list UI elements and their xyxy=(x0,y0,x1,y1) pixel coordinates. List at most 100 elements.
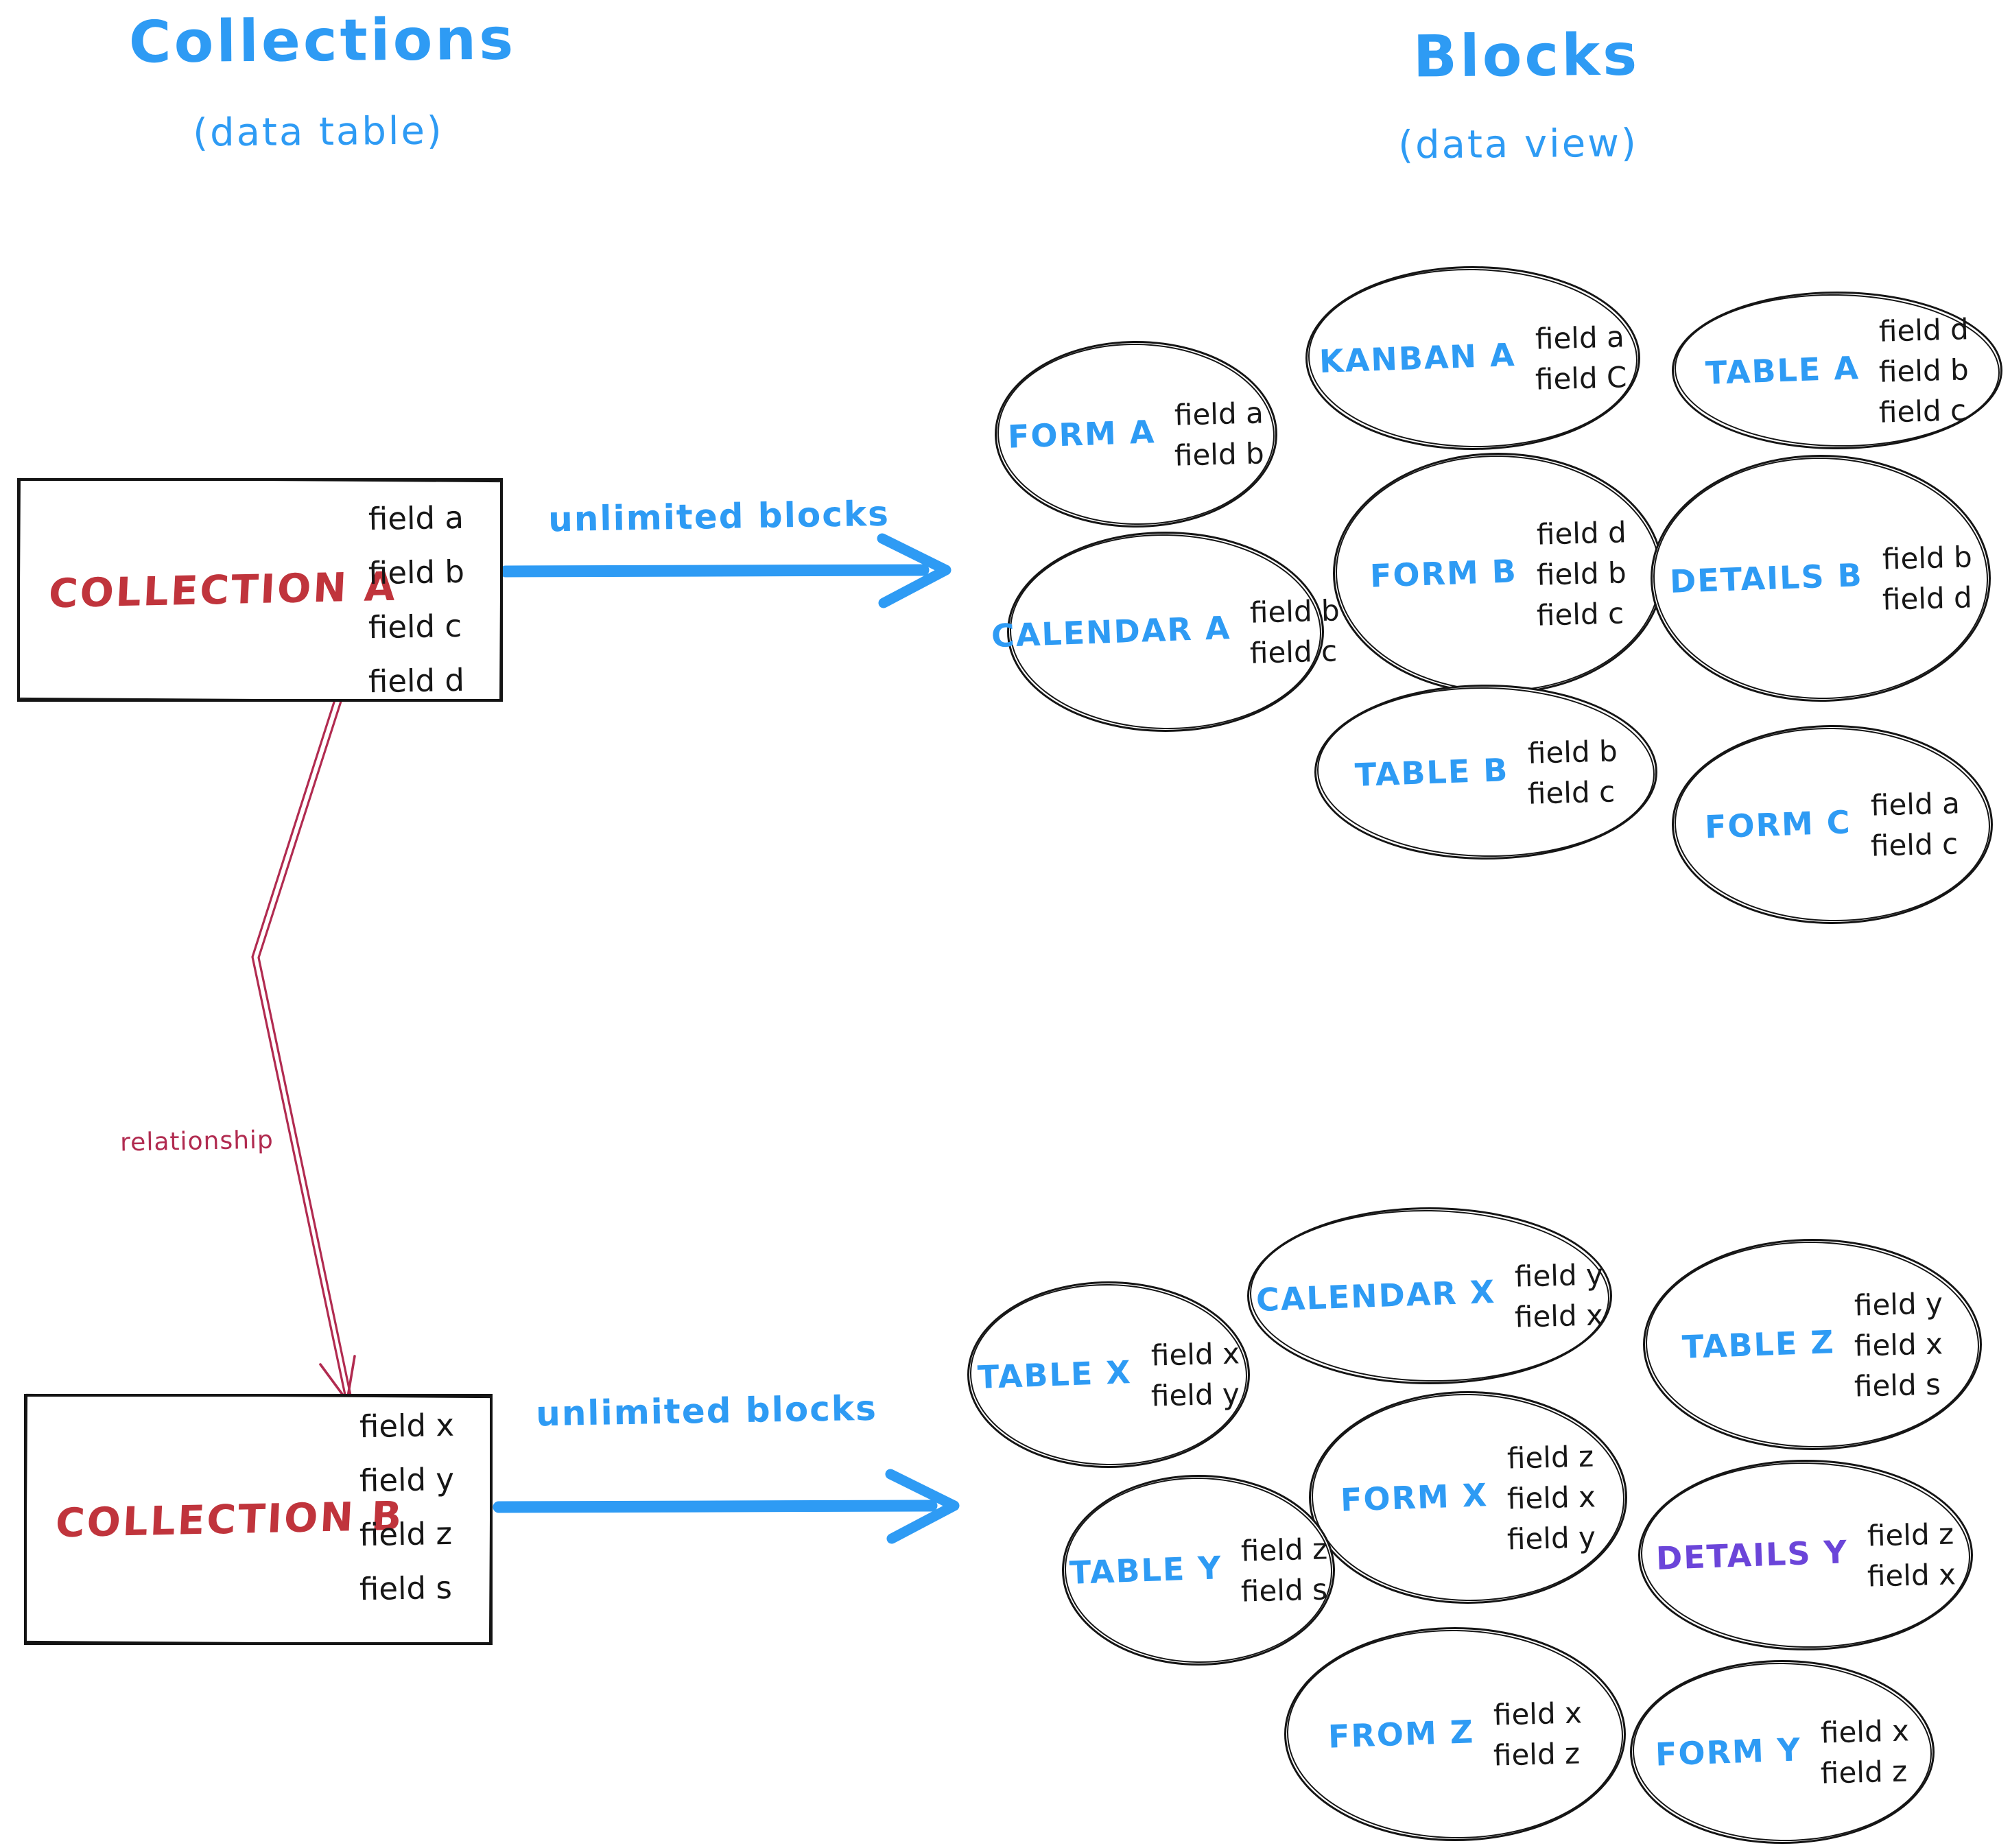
block-label: TABLE X xyxy=(977,1353,1133,1396)
top-arrow-label: unlimited blocks xyxy=(547,493,890,540)
block-fields: field b field c xyxy=(1527,733,1618,811)
block-label: TABLE Z xyxy=(1681,1323,1836,1366)
block-field: field a xyxy=(1870,786,1961,822)
bottom-arrow-label: unlimited blocks xyxy=(535,1388,878,1434)
block-label: FORM C xyxy=(1704,803,1852,846)
block-fields: field y field x field s xyxy=(1854,1286,1943,1403)
block-label: FORM Y xyxy=(1655,1731,1802,1773)
block-label: FORM B xyxy=(1369,552,1518,595)
block-fields: field x field z xyxy=(1820,1714,1909,1790)
block-calendar-x: CALENDAR X field y field x xyxy=(1247,1207,1612,1384)
block-fields: field d field b field c xyxy=(1536,514,1627,632)
block-details-b: DETAILS B field b field d xyxy=(1651,455,1991,702)
block-table-y: TABLE Y field z field s xyxy=(1062,1475,1335,1666)
block-field: field b xyxy=(1527,733,1618,770)
relationship-arrow xyxy=(251,690,356,1402)
block-label: FROM Z xyxy=(1327,1713,1476,1755)
block-label: DETAILS Y xyxy=(1655,1533,1849,1577)
block-label: TABLE B xyxy=(1353,750,1509,794)
collections-subtitle: (data table) xyxy=(192,108,445,156)
block-fields: field y field x xyxy=(1514,1257,1604,1334)
block-fields: field b field d xyxy=(1881,540,1972,617)
block-field: field c xyxy=(1878,392,1967,429)
collection-field: field c xyxy=(368,607,462,646)
collection-b-box: COLLECTION B field x field y field z fie… xyxy=(24,1394,493,1645)
block-table-b: TABLE B field b field c xyxy=(1314,685,1657,860)
collection-b-name: COLLECTION B xyxy=(54,1492,405,1547)
collection-field: field d xyxy=(368,661,465,700)
block-fields: field a field C xyxy=(1534,320,1627,396)
collection-field: field a xyxy=(368,499,464,538)
block-field: field x xyxy=(1493,1696,1583,1732)
block-form-a: FORM A field a field b xyxy=(995,341,1277,528)
block-field: field x xyxy=(1506,1479,1596,1516)
block-fields: field b field c xyxy=(1249,593,1340,670)
block-table-x: TABLE X field x field y xyxy=(967,1281,1250,1468)
unlimited-blocks-arrow-top xyxy=(499,533,951,608)
block-table-a: TABLE A field d field b field c xyxy=(1672,292,2002,449)
block-field: field d xyxy=(1881,580,1972,617)
block-field: field y xyxy=(1854,1286,1943,1323)
block-label: TABLE Y xyxy=(1068,1549,1223,1591)
block-field: field b xyxy=(1174,436,1265,473)
block-field: field z xyxy=(1820,1754,1908,1790)
blocks-title: Blocks xyxy=(1412,21,1640,91)
block-field: field c xyxy=(1249,634,1338,670)
block-field: field s xyxy=(1854,1366,1941,1403)
block-label: KANBAN A xyxy=(1319,336,1517,380)
block-field: field c xyxy=(1870,827,1959,863)
unlimited-blocks-arrow-bottom xyxy=(493,1469,960,1544)
block-label: FORM X xyxy=(1340,1476,1489,1519)
block-details-y: DETAILS Y field z field x xyxy=(1638,1460,1973,1650)
block-field: field z xyxy=(1240,1532,1328,1568)
collection-field: field y xyxy=(359,1460,455,1500)
collection-b-fields: field x field y field z field s xyxy=(359,1406,455,1608)
collection-field: field x xyxy=(359,1406,455,1445)
block-field: field a xyxy=(1534,320,1624,356)
block-label: CALENDAR A xyxy=(991,608,1232,655)
block-kanban-a: KANBAN A field a field C xyxy=(1305,266,1640,450)
block-table-z: TABLE Z field y field x field s xyxy=(1643,1239,1982,1450)
block-field: field d xyxy=(1536,514,1627,552)
relationship-label: relationship xyxy=(119,1126,274,1157)
block-fields: field z field x xyxy=(1866,1517,1956,1594)
block-field: field b xyxy=(1249,593,1340,630)
block-field: field y xyxy=(1514,1257,1604,1294)
block-field: field y xyxy=(1150,1377,1240,1413)
collections-title: Collections xyxy=(128,5,517,76)
block-fields: field z field x field y xyxy=(1506,1438,1596,1556)
block-field: field x xyxy=(1854,1326,1943,1363)
collection-a-name: COLLECTION A xyxy=(47,562,399,617)
block-from-z: FROM Z field x field z xyxy=(1284,1627,1626,1841)
collection-a-fields: field a field b field c field d xyxy=(368,499,465,700)
block-field: field z xyxy=(1493,1736,1581,1773)
block-field: field x xyxy=(1150,1336,1240,1373)
blocks-subtitle: (data view) xyxy=(1397,121,1639,168)
block-field: field x xyxy=(1514,1298,1604,1334)
block-form-b: FORM B field d field b field c xyxy=(1333,453,1664,694)
block-label: DETAILS B xyxy=(1669,556,1864,600)
block-field: field z xyxy=(1866,1517,1954,1553)
block-label: TABLE A xyxy=(1705,349,1860,392)
collection-field: field z xyxy=(359,1515,453,1554)
block-fields: field d field b field c xyxy=(1878,312,1969,429)
block-field: field C xyxy=(1534,360,1627,396)
block-calendar-a: CALENDAR A field b field c xyxy=(991,532,1340,732)
block-field: field b xyxy=(1536,555,1627,592)
block-fields: field a field b xyxy=(1174,396,1265,473)
block-field: field x xyxy=(1866,1557,1956,1594)
collection-field: field b xyxy=(368,553,465,592)
block-field: field b xyxy=(1881,540,1972,576)
block-label: FORM A xyxy=(1007,413,1157,455)
block-fields: field x field z xyxy=(1493,1696,1583,1773)
block-field: field c xyxy=(1527,774,1616,811)
block-field: field a xyxy=(1174,396,1264,432)
block-field: field z xyxy=(1506,1438,1594,1476)
collection-a-box: COLLECTION A field a field b field c fie… xyxy=(17,478,503,702)
block-field: field c xyxy=(1536,595,1624,632)
block-form-y: FORM Y field x field z xyxy=(1630,1660,1935,1844)
block-field: field y xyxy=(1506,1519,1596,1556)
block-fields: field z field s xyxy=(1240,1532,1328,1608)
collection-field: field s xyxy=(359,1569,453,1608)
